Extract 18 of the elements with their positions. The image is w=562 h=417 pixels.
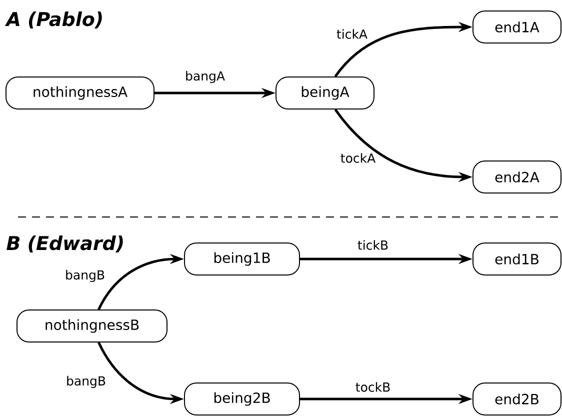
edge-label: tockA (340, 153, 376, 163)
state-box: nothingnessB (16, 310, 168, 342)
state-box: end1A (472, 10, 562, 44)
section-heading: A (Pablo) (4, 12, 102, 28)
section-heading: B (Edward) (6, 236, 123, 252)
edge-label: tickA (336, 29, 368, 39)
state-box: beingA (276, 76, 374, 110)
state-box: being2B (184, 382, 300, 416)
edge-label: tickB (358, 240, 388, 250)
state-box: end1B (472, 242, 562, 276)
edge-label: bangA (186, 70, 225, 84)
state-box: nothingnessA (6, 76, 154, 110)
state-box: end2B (472, 382, 562, 416)
edge-label: bangB (66, 270, 104, 282)
edge-label: tockB (356, 382, 390, 392)
state-box: end2A (472, 160, 562, 194)
edge-label: bangB (67, 376, 106, 388)
state-box: being1B (184, 242, 300, 276)
